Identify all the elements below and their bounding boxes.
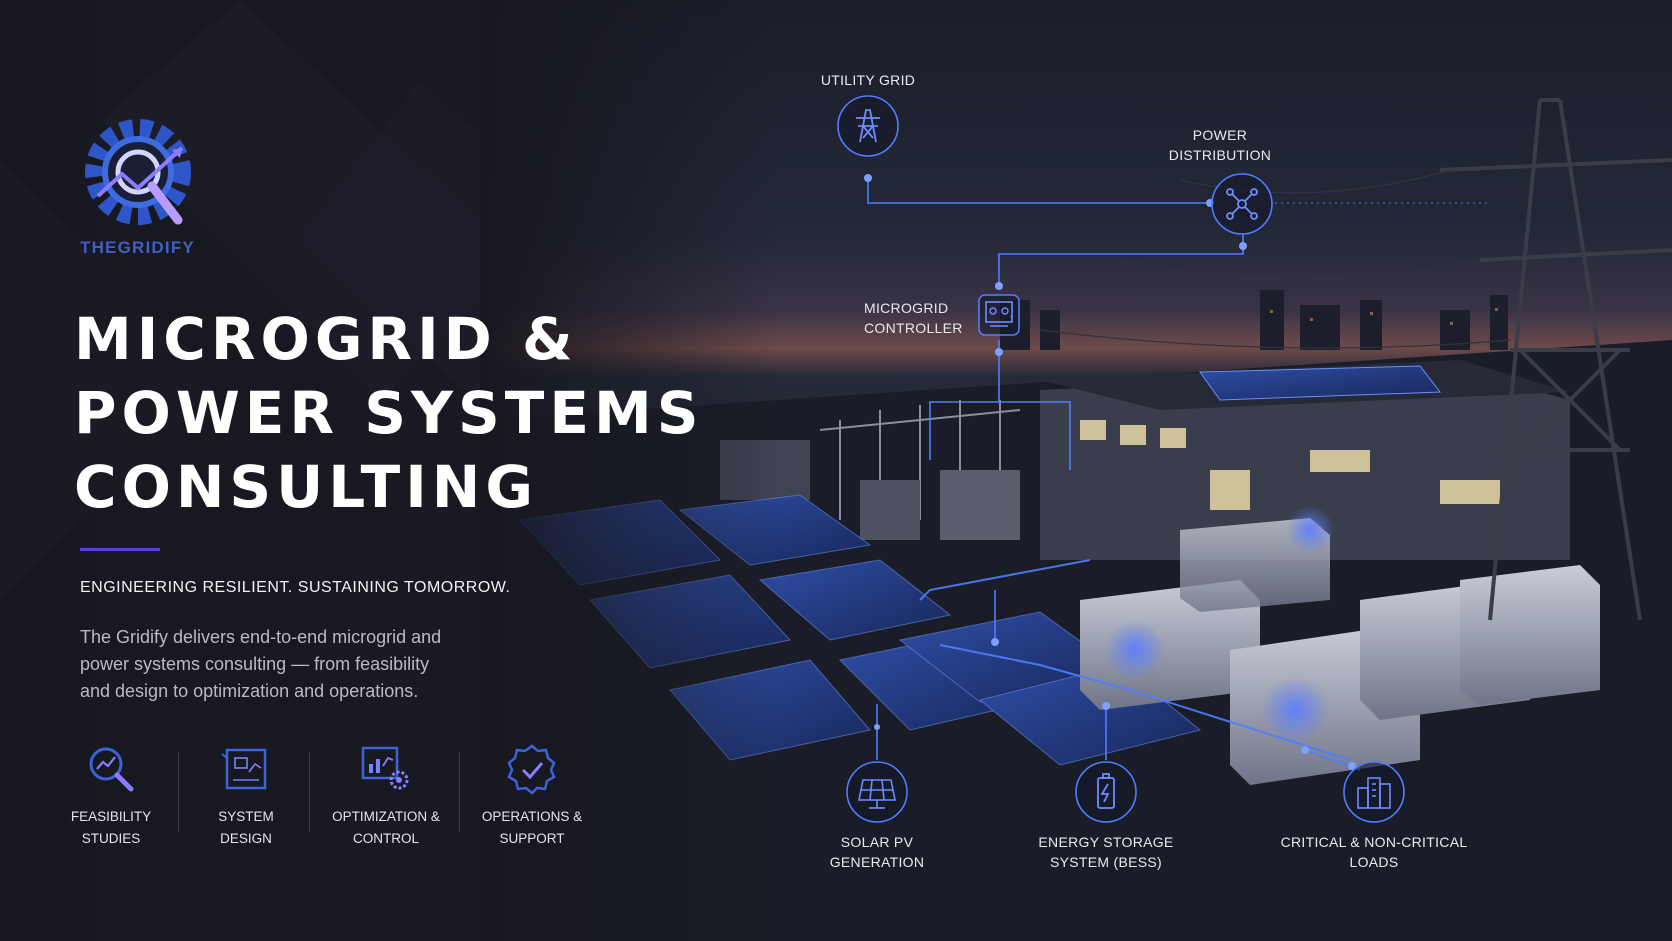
service-label-line-1: OPTIMIZATION &	[332, 809, 440, 824]
page-title: MICROGRID & POWER SYSTEMS CONSULTING	[74, 302, 703, 524]
description-line-1: The Gridify delivers end-to-end microgri…	[80, 627, 442, 647]
node-label-line-2: CONTROLLER	[864, 320, 963, 336]
blueprint-icon	[221, 748, 267, 790]
description-line-2: power systems consulting — from feasibil…	[80, 654, 430, 674]
node-bess-label: ENERGY STORAGE SYSTEM (BESS)	[1016, 832, 1196, 872]
tagline: ENGINEERING RESILIENT. SUSTAINING TOMORR…	[80, 579, 511, 596]
service-label-line-1: OPERATIONS &	[481, 809, 583, 824]
description-line-3: and design to optimization and operation…	[80, 681, 419, 701]
controller-panel-icon	[978, 294, 1020, 336]
service-label-line-2: CONTROL	[352, 831, 419, 846]
check-badge-icon	[507, 744, 556, 795]
node-label-line-1: SOLAR PV	[840, 834, 914, 850]
title-line-3: CONSULTING	[74, 453, 538, 521]
dashboard-gear-icon	[361, 746, 409, 790]
node-label-line-1: UTILITY GRID	[820, 72, 916, 88]
node-microgrid-controller-label: MICROGRID CONTROLLER	[864, 298, 984, 338]
description: The Gridify delivers end-to-end microgri…	[80, 624, 500, 705]
service-label-line-2: SUPPORT	[499, 831, 565, 846]
buildings-icon	[1343, 761, 1405, 823]
service-divider	[459, 752, 460, 832]
node-power-distribution-label: POWER DISTRIBUTION	[1150, 125, 1290, 165]
service-optimization-control: OPTIMIZATION & CONTROL	[326, 742, 446, 850]
transmission-tower-icon	[837, 95, 899, 157]
service-divider	[309, 752, 310, 832]
brand-name: THEGRIDIFY	[80, 238, 195, 257]
service-label-line-2: STUDIES	[81, 831, 141, 846]
title-line-2: POWER SYSTEMS	[74, 379, 704, 447]
node-label-line-1: POWER	[1192, 127, 1248, 143]
service-label-line-1: FEASIBILITY	[70, 809, 152, 824]
node-label-line-2: DISTRIBUTION	[1168, 147, 1272, 163]
service-operations-support: OPERATIONS & SUPPORT	[476, 742, 588, 850]
node-label-line-2: LOADS	[1349, 854, 1399, 870]
thegridify-logo-icon	[85, 119, 191, 225]
node-label-line-1: MICROGRID	[864, 300, 949, 316]
node-label-line-1: ENERGY STORAGE	[1038, 834, 1174, 850]
service-divider	[178, 752, 179, 832]
solar-panel-icon	[846, 761, 908, 823]
service-label-line-2: DESIGN	[220, 831, 272, 846]
accent-divider	[80, 548, 160, 551]
service-system-design: SYSTEM DESIGN	[196, 742, 296, 850]
battery-icon	[1075, 761, 1137, 823]
node-solar-pv-label: SOLAR PV GENERATION	[797, 832, 957, 872]
node-label-line-2: GENERATION	[829, 854, 925, 870]
title-line-1: MICROGRID &	[74, 305, 578, 373]
node-utility-grid-label: UTILITY GRID	[800, 70, 936, 90]
service-feasibility-studies: FEASIBILITY STUDIES	[62, 742, 160, 850]
node-label-line-1: CRITICAL & NON-CRITICAL	[1280, 834, 1468, 850]
magnifier-chart-icon	[89, 747, 134, 792]
service-label-line-1: SYSTEM	[218, 809, 274, 824]
microgrid-facility-illustration	[480, 0, 1672, 941]
network-hub-icon	[1211, 173, 1273, 235]
node-label-line-2: SYSTEM (BESS)	[1049, 854, 1163, 870]
node-loads-label: CRITICAL & NON-CRITICAL LOADS	[1264, 832, 1484, 872]
